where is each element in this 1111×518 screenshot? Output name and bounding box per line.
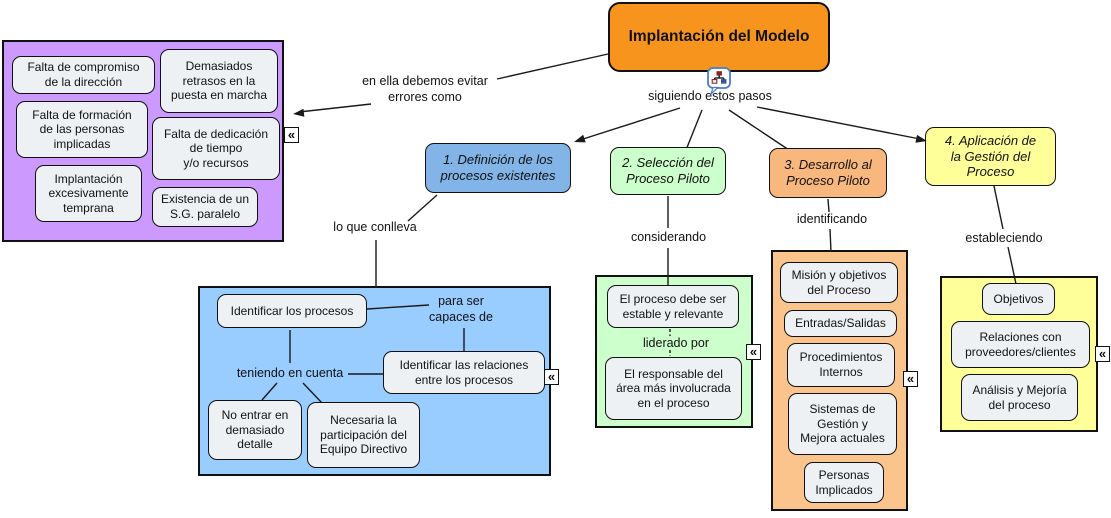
link-phrase-para-ser-capaces[interactable]: para ser capaces de — [429, 293, 493, 324]
connector-line — [756, 106, 921, 140]
node-entradas-salidas[interactable]: Entradas/Salidas — [784, 310, 897, 337]
connector-line — [579, 107, 681, 141]
node-relaciones-proveedores-clientes[interactable]: Relaciones con proveedores/clientes — [951, 321, 1090, 368]
connector-line — [728, 109, 790, 151]
connector-line — [829, 228, 832, 253]
node-falta-compromiso-direccion[interactable]: Falta de compromiso de la dirección — [12, 56, 155, 94]
node-objetivos[interactable]: Objetivos — [982, 283, 1055, 315]
link-phrase-considerando[interactable]: considerando — [630, 230, 707, 245]
link-phrase-liderado-por[interactable]: liderado por — [642, 336, 709, 351]
link-phrase-teniendo-en-cuenta[interactable]: teniendo en cuenta — [236, 365, 344, 380]
step-node-desarrollo-proceso-piloto[interactable]: 3. Desarrollo al Proceso Piloto — [769, 148, 887, 198]
node-no-entrar-detalle[interactable]: No entrar en demasiado detalle — [208, 400, 302, 460]
link-phrase-identificando[interactable]: identificando — [796, 212, 868, 227]
connector-line — [685, 109, 703, 151]
connector-line — [496, 53, 609, 80]
connector-line — [407, 194, 438, 222]
node-mision-objetivos-proceso[interactable]: Misión y objetivos del Proceso — [780, 262, 898, 303]
node-sistemas-gestion-mejora[interactable]: Sistemas de Gestión y Mejora actuales — [788, 393, 897, 455]
collapse-chevron-aplicacion-icon[interactable]: « — [1095, 346, 1110, 362]
node-falta-dedicacion-tiempo[interactable]: Falta de dedicación de tiempo y/o recurs… — [152, 117, 280, 180]
link-phrase-evitar-errores[interactable]: en ella debemos evitar errores como — [362, 73, 488, 104]
arrowhead — [574, 134, 586, 143]
collapse-chevron-desarrollo-icon[interactable]: « — [903, 371, 918, 387]
node-implantacion-temprana[interactable]: Implantación excesivamente temprana — [35, 165, 142, 222]
attached-resource-icon[interactable] — [706, 66, 734, 101]
node-identificar-procesos[interactable]: Identificar los procesos — [217, 294, 367, 328]
link-phrase-lo-que-conlleva[interactable]: lo que conlleva — [333, 220, 417, 235]
node-identificar-relaciones[interactable]: Identificar las relaciones entre los pro… — [383, 351, 545, 394]
node-analisis-mejoria-proceso[interactable]: Análisis y Mejoría del proceso — [961, 374, 1078, 421]
collapse-chevron-seleccion-icon[interactable]: « — [746, 344, 761, 360]
node-proceso-estable-relevante[interactable]: El proceso debe ser estable y relevante — [607, 285, 739, 328]
link-phrase-estableciendo[interactable]: estableciendo — [965, 231, 1043, 246]
arrowhead — [293, 108, 305, 117]
step-node-aplicacion-gestion-proceso[interactable]: 4. Aplicación de la Gestión del Proceso — [925, 127, 1056, 186]
step-node-seleccion-proceso-piloto[interactable]: 2. Selección del Proceso Piloto — [610, 147, 726, 195]
node-existencia-sg-paralelo[interactable]: Existencia de un S.G. paralelo — [152, 187, 258, 227]
node-personas-implicados[interactable]: Personas Implicados — [804, 462, 884, 503]
node-participacion-equipo-directivo[interactable]: Necesaria la participación del Equipo Di… — [307, 402, 420, 468]
step-node-definicion-procesos[interactable]: 1. Definición de los procesos existentes — [425, 143, 571, 193]
node-demasiados-retrasos[interactable]: Demasiados retrasos en la puesta en marc… — [160, 49, 278, 113]
collapse-chevron-errores-icon[interactable]: « — [284, 127, 299, 143]
link-phrase-siguiendo-pasos[interactable]: siguiendo estos pasos — [648, 88, 772, 103]
connector-line — [993, 185, 1004, 230]
collapse-chevron-definicion-icon[interactable]: « — [544, 369, 559, 385]
node-responsable-area-involucrada[interactable]: El responsable del área más involucrada … — [605, 357, 742, 420]
root-node-implantacion-del-modelo[interactable]: Implantación del Modelo — [608, 2, 830, 72]
node-falta-formacion-personas[interactable]: Falta de formación de las personas impli… — [16, 101, 148, 158]
node-procedimientos-internos[interactable]: Procedimientos Internos — [787, 343, 895, 387]
